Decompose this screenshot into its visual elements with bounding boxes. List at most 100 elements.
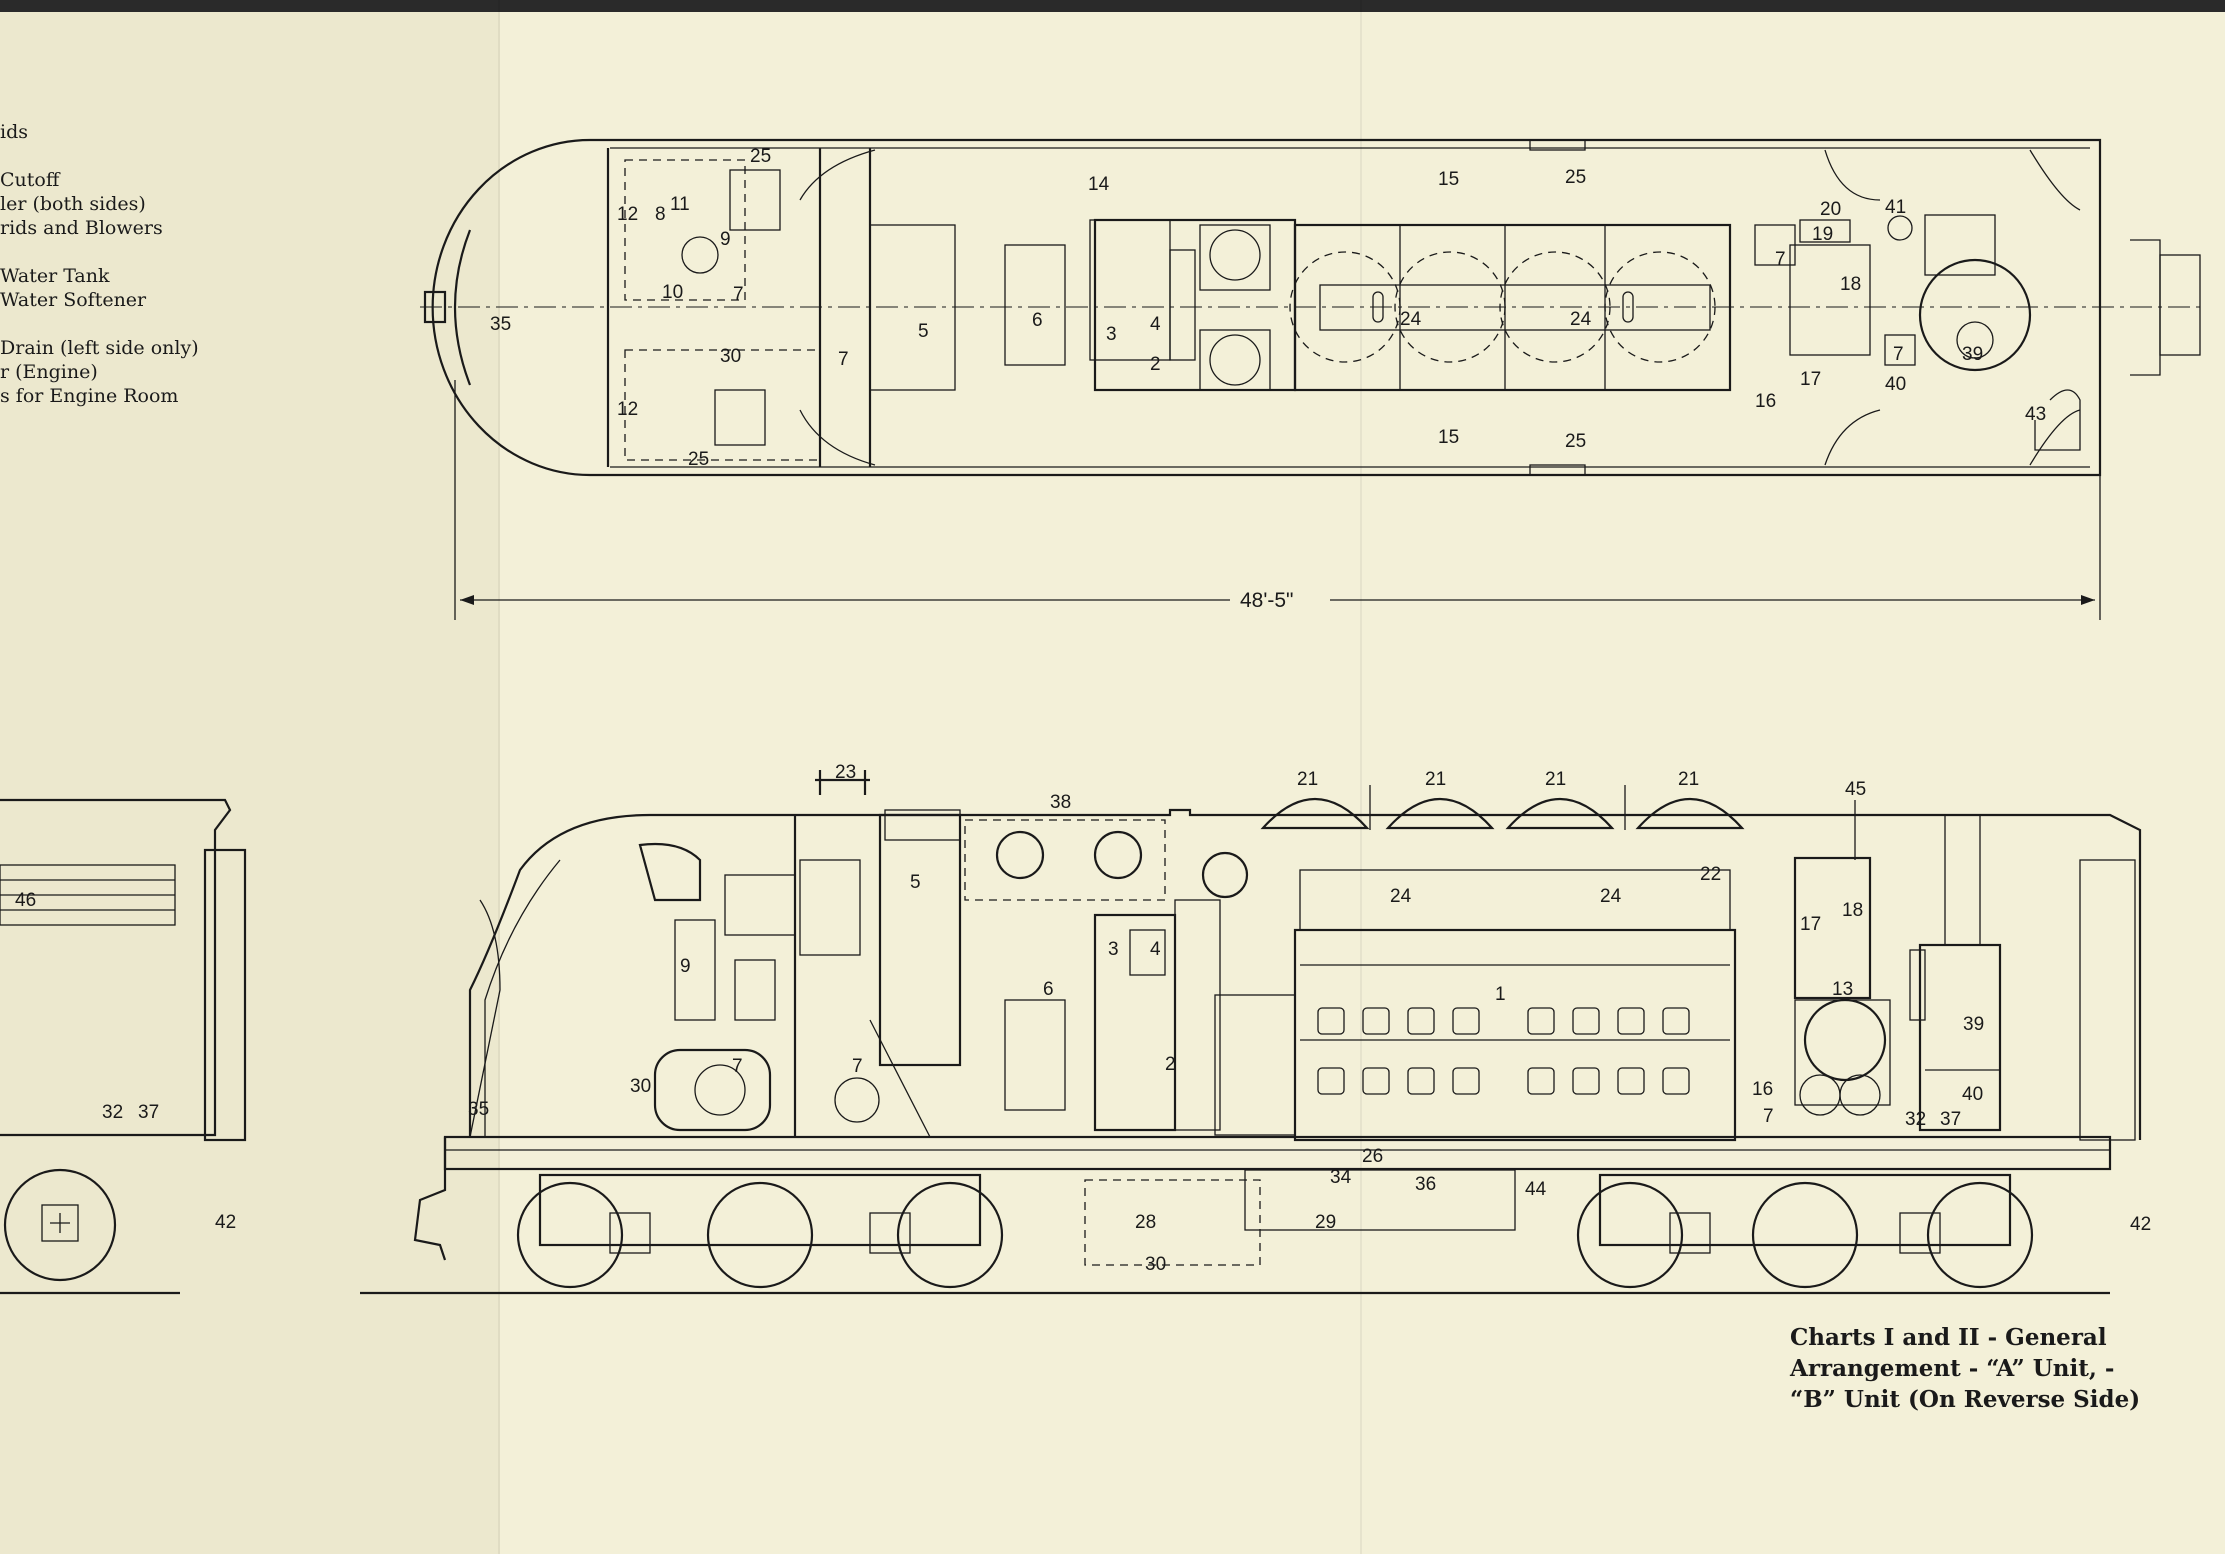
cylinder-cover (1572, 1007, 1600, 1035)
callout-number: 14 (1088, 174, 1110, 195)
callout-number: 40 (1962, 1084, 1983, 1105)
callout-number: 12 (617, 399, 638, 420)
journal-box (869, 1212, 911, 1254)
radiator-fan (1385, 797, 1495, 830)
callout-number: 25 (750, 146, 771, 167)
callout-number: 2 (1165, 1054, 1176, 1075)
cylinder-cover (1452, 1067, 1480, 1095)
callout-number: 23 (835, 762, 856, 783)
callout-number: 10 (662, 282, 683, 303)
callout-number: 20 (1820, 199, 1841, 220)
callout-number: 36 (1415, 1174, 1436, 1195)
callout-number: 41 (1885, 197, 1906, 218)
callout-number: 32 (102, 1102, 123, 1123)
callout-number: 28 (1135, 1212, 1156, 1233)
callout-number: 42 (215, 1212, 236, 1233)
callout-number: 46 (15, 890, 36, 911)
callout-number: 7 (1763, 1106, 1774, 1127)
truck-frame (1598, 1173, 2012, 1247)
callout-number: 13 (1832, 979, 1853, 1000)
dimension-label: 48'-5" (1240, 589, 1294, 612)
callout-number: 21 (1678, 769, 1699, 790)
journal-box (609, 1212, 651, 1254)
callout-number: 7 (1893, 344, 1904, 365)
callout-number: 4 (1150, 939, 1161, 960)
cylinder-cover (1662, 1007, 1690, 1035)
callout-number: 37 (138, 1102, 159, 1123)
scanner-edge (0, 0, 2225, 12)
callout-number: 16 (1755, 391, 1776, 412)
callout-number: 5 (910, 872, 921, 893)
callout-number: 7 (733, 284, 744, 305)
callout-number: 21 (1545, 769, 1566, 790)
callout-number: 21 (1297, 769, 1318, 790)
cylinder-cover (1662, 1067, 1690, 1095)
callout-number: 9 (680, 956, 691, 977)
callout-number: 18 (1842, 900, 1863, 921)
wheel (1926, 1181, 2034, 1289)
cylinder-cover (1407, 1007, 1435, 1035)
radiator-fan (1260, 797, 1370, 830)
cylinder-cover (1452, 1007, 1480, 1035)
callout-number: 30 (1145, 1254, 1166, 1275)
callout-number: 25 (1565, 167, 1586, 188)
callout-number: 19 (1812, 224, 1833, 245)
callout-number: 1 (1495, 984, 1506, 1005)
page-fold (498, 0, 500, 1554)
callout-number: 30 (720, 346, 741, 367)
legend-fragment: Cutoff (0, 169, 60, 191)
callout-number: 15 (1438, 169, 1459, 190)
callout-number: 25 (688, 449, 709, 470)
cylinder-cover (1362, 1067, 1390, 1095)
callout-number: 45 (1845, 779, 1866, 800)
callout-number: 21 (1425, 769, 1446, 790)
callout-number: 7 (852, 1056, 863, 1077)
callout-number: 7 (838, 349, 849, 370)
callout-number: 25 (1565, 431, 1586, 452)
callout-number: 39 (1962, 344, 1983, 365)
callout-number: 8 (655, 204, 666, 225)
caption-line-2: Arrangement - “A” Unit, - (1790, 1355, 2115, 1382)
callout-number: 16 (1752, 1079, 1773, 1100)
legend-fragment: Drain (left side only) (0, 337, 199, 359)
callout-number: 18 (1840, 274, 1861, 295)
callout-number: 44 (1525, 1179, 1547, 1200)
callout-number: 6 (1032, 310, 1043, 331)
callout-number: 40 (1885, 374, 1906, 395)
adjacent-unit-callouts: 46 32 37 42 (15, 890, 236, 1233)
caption-line-3: “B” Unit (On Reverse Side) (1790, 1386, 2141, 1413)
callout-number: 34 (1330, 1167, 1352, 1188)
cylinder-cover (1317, 1067, 1345, 1095)
callout-number: 29 (1315, 1212, 1336, 1233)
legend-fragment: rids and Blowers (0, 217, 163, 239)
callout-number: 7 (732, 1056, 743, 1077)
legend-fragment: Water Tank (0, 265, 110, 287)
page-fold (1360, 0, 1362, 1554)
cylinder-cover (1617, 1007, 1645, 1035)
trucks (516, 1173, 2034, 1289)
callout-number: 15 (1438, 427, 1459, 448)
previous-page-strip (0, 12, 500, 1554)
caption-line-1: Charts I and II - General (1790, 1324, 2107, 1351)
truck-frame (538, 1173, 982, 1247)
wheel (1576, 1181, 1684, 1289)
callout-number: 24 (1390, 886, 1412, 907)
radiator-fans (1260, 797, 1745, 830)
cylinder-cover (1317, 1007, 1345, 1035)
callout-number: 2 (1150, 354, 1161, 375)
legend-fragment: s for Engine Room (0, 385, 179, 407)
callout-number: 26 (1362, 1146, 1383, 1167)
legend-fragment: Water Softener (0, 289, 147, 311)
cylinder-cover (1572, 1067, 1600, 1095)
callout-number: 32 (1905, 1109, 1926, 1130)
overall-length-dimension: 48'-5" (454, 380, 2101, 620)
legend-fragment: ids (0, 121, 28, 143)
callout-number: 17 (1800, 369, 1821, 390)
engine-cylinders (1317, 1007, 1690, 1095)
